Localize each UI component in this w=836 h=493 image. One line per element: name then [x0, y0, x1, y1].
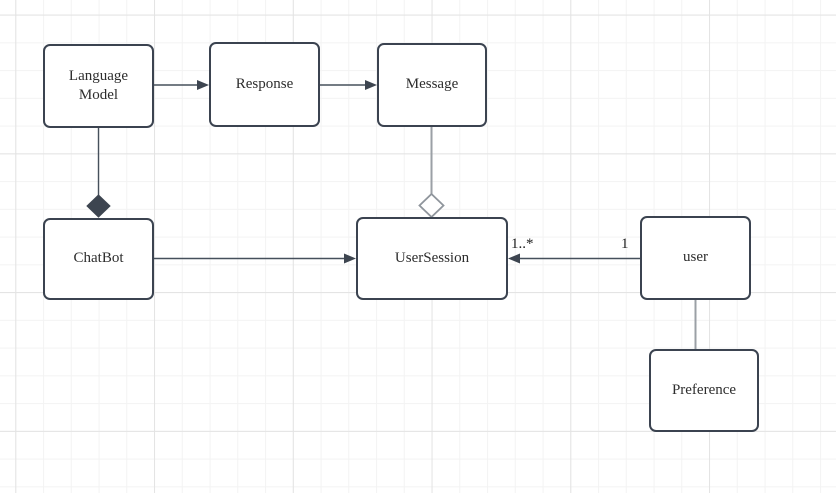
node-preference[interactable]: Preference	[649, 349, 759, 432]
node-language-model[interactable]: Language Model	[43, 44, 154, 128]
node-chatbot[interactable]: ChatBot	[43, 218, 154, 300]
multiplicity-label-target[interactable]: 1..*	[511, 236, 534, 252]
node-user-session[interactable]: UserSession	[356, 217, 508, 300]
node-label: ChatBot	[73, 250, 124, 267]
arrowhead-icon	[508, 253, 520, 264]
node-label: Message	[405, 76, 459, 93]
aggregation-diamond-icon	[418, 192, 445, 219]
node-user[interactable]: user	[640, 216, 751, 300]
node-message[interactable]: Message	[377, 43, 487, 127]
node-label: Response	[235, 75, 294, 92]
arrowhead-icon	[344, 253, 356, 264]
node-label: user	[683, 249, 708, 266]
multiplicity-label-source[interactable]: 1	[621, 236, 629, 252]
node-label: UserSession	[394, 249, 470, 266]
composition-diamond-icon	[86, 194, 111, 218]
node-label: Language Model	[68, 67, 129, 104]
node-label: Preference	[671, 381, 737, 398]
arrowhead-icon	[197, 80, 209, 90]
arrowhead-icon	[365, 80, 377, 90]
node-response[interactable]: Response	[209, 42, 320, 127]
